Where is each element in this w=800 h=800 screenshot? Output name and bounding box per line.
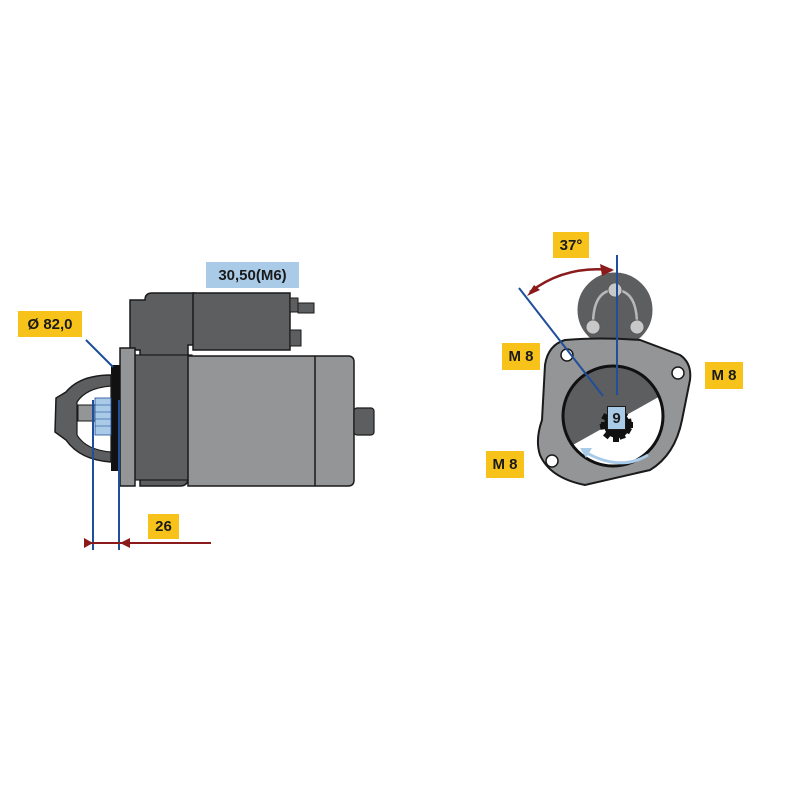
pinion-side (94, 397, 112, 436)
solenoid (192, 292, 291, 351)
side-view (54, 292, 375, 550)
angle-label: 37° (553, 232, 589, 258)
diameter-label: Ø 82,0 (18, 311, 82, 337)
length-label: 26 (148, 514, 179, 539)
mounting-flange (119, 347, 136, 487)
front-view (518, 255, 692, 487)
bolt-label-lower-left: M 8 (486, 451, 524, 478)
bolt-label-right: M 8 (705, 362, 743, 389)
motor-body (187, 355, 355, 487)
bolt-label-upper-left: M 8 (502, 343, 540, 370)
teeth-count-label: 9 (607, 406, 626, 430)
terminal-label: 30,50(M6) (206, 262, 299, 288)
rear-shaft (353, 407, 375, 436)
drive-opening (561, 364, 665, 468)
